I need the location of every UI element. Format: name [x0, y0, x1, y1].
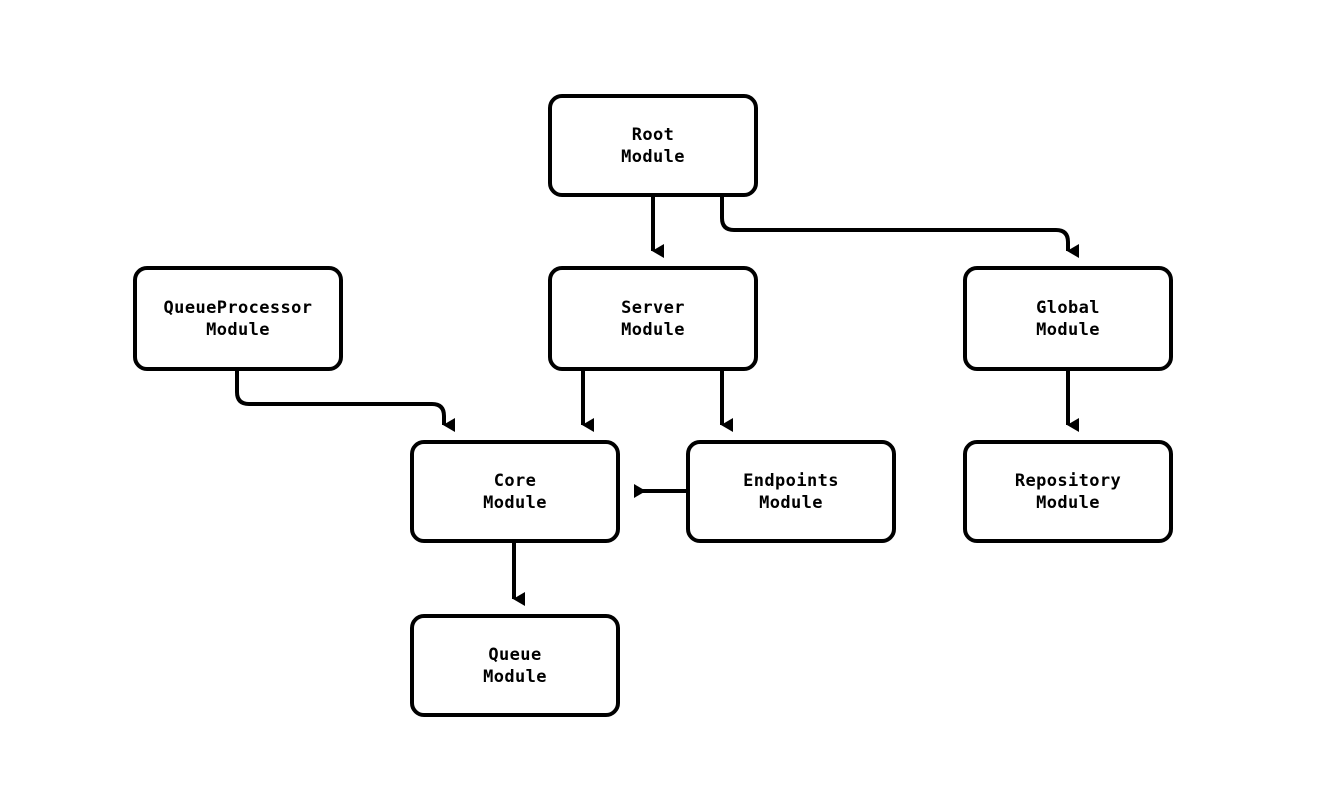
node-endpoints-module-line1: Endpoints: [743, 470, 839, 491]
node-repository-module[interactable]: Repository Module: [963, 440, 1173, 543]
node-repository-module-line2: Module: [1036, 492, 1100, 513]
node-queue-module-line1: Queue: [488, 644, 542, 665]
node-queueprocessor-module-line2: Module: [206, 319, 270, 340]
node-root-module-line1: Root: [631, 124, 675, 145]
node-root-module[interactable]: Root Module: [548, 94, 758, 197]
node-global-module-line1: Global: [1036, 297, 1100, 318]
node-queue-module[interactable]: Queue Module: [410, 614, 620, 717]
node-core-module-line2: Module: [483, 492, 547, 513]
node-repository-module-line1: Repository: [1014, 470, 1122, 491]
node-queueprocessor-module[interactable]: QueueProcessor Module: [133, 266, 343, 371]
node-core-module-line1: Core: [493, 470, 537, 491]
node-queue-module-line2: Module: [483, 666, 547, 687]
node-root-module-line2: Module: [621, 146, 685, 167]
node-endpoints-module[interactable]: Endpoints Module: [686, 440, 896, 543]
node-core-module[interactable]: Core Module: [410, 440, 620, 543]
node-global-module-line2: Module: [1036, 319, 1100, 340]
node-global-module[interactable]: Global Module: [963, 266, 1173, 371]
edge-root-to-global: [720, 197, 1079, 258]
node-server-module-line1: Server: [621, 297, 685, 318]
node-endpoints-module-line2: Module: [759, 492, 823, 513]
node-server-module-line2: Module: [621, 319, 685, 340]
edge-queueprocessor-to-core: [235, 371, 455, 432]
node-queueprocessor-module-line1: QueueProcessor: [163, 297, 313, 318]
node-server-module[interactable]: Server Module: [548, 266, 758, 371]
